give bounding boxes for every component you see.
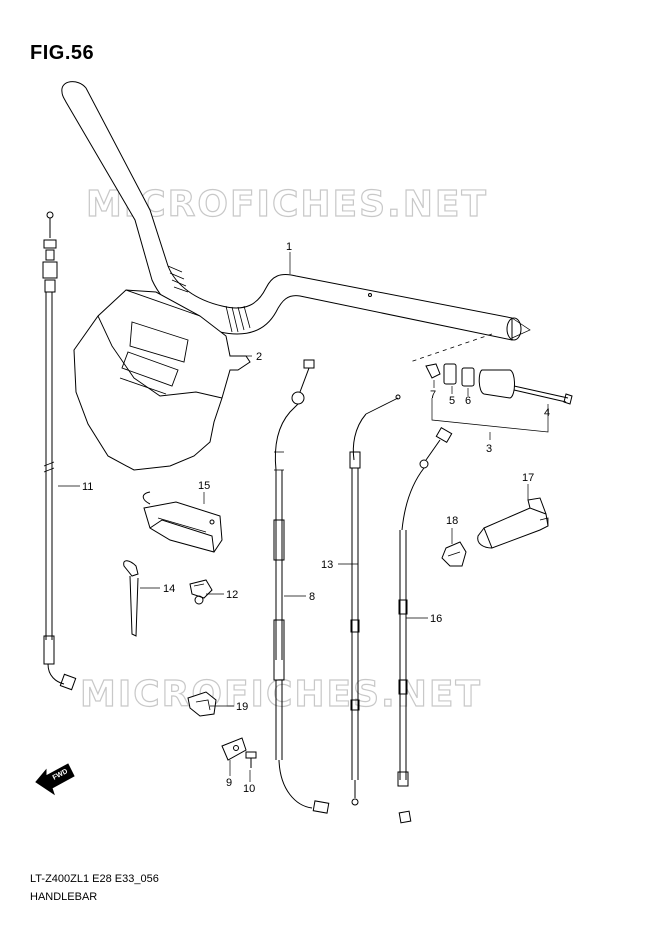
callout-18: 18 (446, 515, 458, 527)
callout-7: 7 (430, 389, 436, 401)
figure-title: FIG.56 (30, 42, 95, 64)
clamp-band-14-part[interactable] (123, 560, 139, 637)
callout-19: 19 (236, 701, 248, 713)
holder-9-part[interactable] (221, 737, 247, 761)
clamp-18-part[interactable] (441, 541, 467, 567)
callout-8: 8 (309, 591, 315, 603)
callout-13: 13 (321, 559, 333, 571)
callout-15: 15 (198, 480, 210, 492)
callout-6: 6 (465, 395, 471, 407)
bolt-10-part[interactable] (245, 751, 257, 768)
callout-3: 3 (486, 443, 492, 455)
callout-10: 10 (243, 783, 255, 795)
cable-13-part[interactable] (349, 394, 401, 806)
callout-16: 16 (430, 613, 442, 625)
callout-17: 17 (522, 472, 534, 484)
callout-14: 14 (163, 583, 175, 595)
bracket-17-part[interactable] (477, 497, 549, 549)
callout-2: 2 (256, 351, 262, 363)
clamp-19-part[interactable] (187, 691, 217, 717)
bracket-15-part[interactable] (142, 491, 223, 553)
cable-16-part[interactable] (397, 426, 453, 824)
callout-4: 4 (544, 407, 550, 419)
diagram-name: HANDLEBAR (30, 891, 98, 903)
end-weight-assembly-part[interactable] (425, 363, 573, 433)
clamp-12-part[interactable] (189, 579, 213, 605)
callout-11: 11 (82, 481, 93, 493)
callout-12: 12 (226, 589, 238, 601)
callout-5: 5 (449, 395, 455, 407)
throttle-cable-part[interactable] (42, 211, 77, 691)
forward-arrow-icon (35, 763, 75, 796)
handlebar-cover-part[interactable] (73, 289, 251, 471)
callout-1: 1 (286, 241, 292, 253)
diagram-code: LT-Z400ZL1 E28 E33_056 (30, 873, 159, 885)
front-brake-cable-part[interactable] (273, 359, 330, 814)
callout-9: 9 (226, 777, 232, 789)
